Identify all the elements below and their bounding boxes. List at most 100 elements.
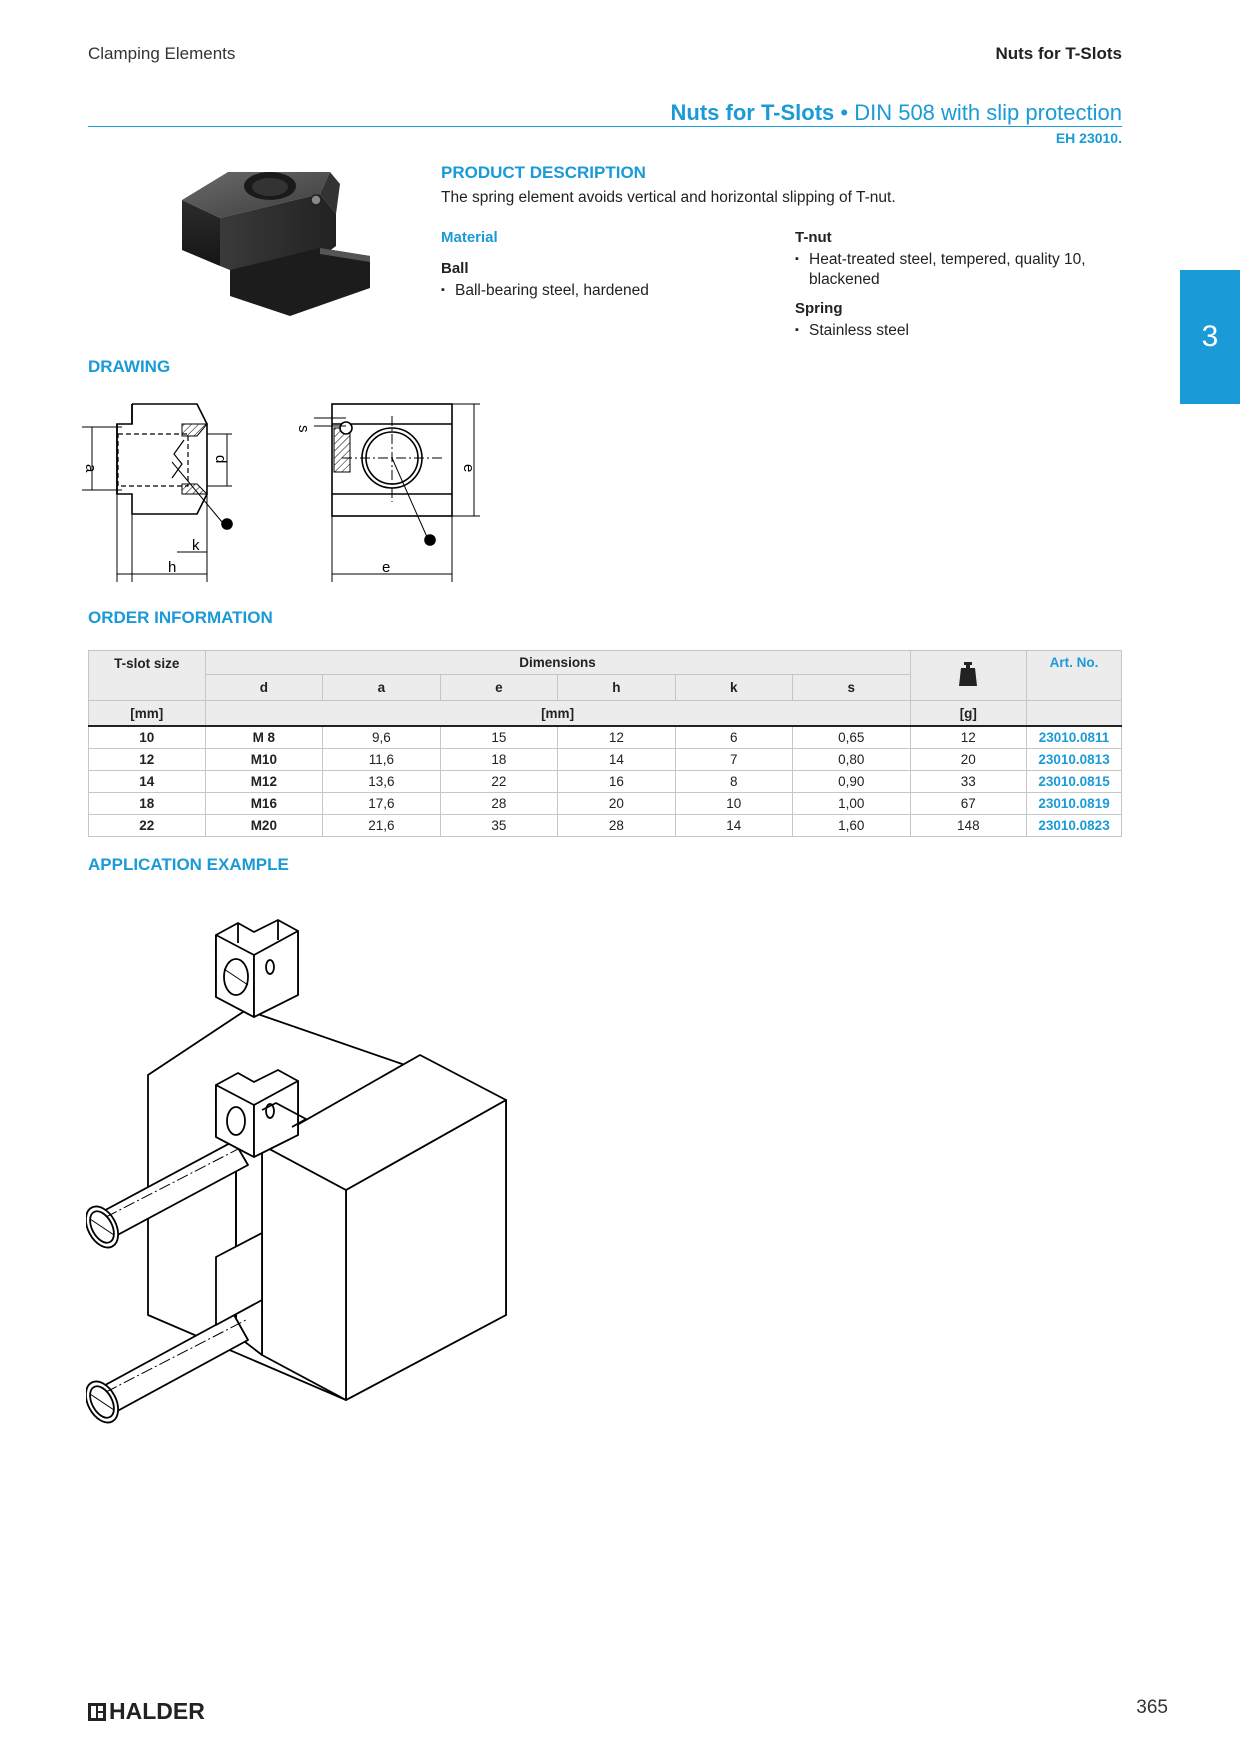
table-row: 14 M12 13,6 22 16 8 0,90 33 23010.0815 [88,770,1122,793]
cell-s: 1,60 [792,814,911,837]
col-s: s [792,674,911,702]
cell-h: 20 [557,792,676,815]
table-row: 10 M 8 9,6 15 12 6 0,65 12 23010.0811 [88,725,1122,749]
cell-e: 22 [439,770,559,793]
application-example-heading: APPLICATION EXAMPLE [88,855,289,874]
drawing-heading: DRAWING [88,357,171,376]
product-description-text: The spring element avoids vertical and h… [441,189,896,206]
label-k: k [192,537,200,554]
front-view [314,403,480,582]
cell-e: 28 [439,792,559,815]
cell-artno-link[interactable]: 23010.0819 [1026,792,1122,815]
table-row: 18 M16 17,6 28 20 10 1,00 67 23010.0819 [88,792,1122,815]
cell-tslot: 14 [88,770,206,793]
order-table: T-slot size Dimensions Art. No. d a e h … [88,650,1122,837]
tnut-material: Heat-treated steel, tempered, quality 10… [795,249,1139,290]
cell-s: 0,90 [792,770,911,793]
cell-h: 12 [557,725,676,749]
brand-logo: HALDER [88,1698,205,1725]
title-bold: Nuts for T-Slots [670,100,835,125]
cell-h: 14 [557,748,676,771]
cell-artno-link[interactable]: 23010.0811 [1026,725,1122,749]
product-code: EH 23010. [1055,130,1122,146]
table-row: 22 M20 21,6 35 28 14 1,60 148 23010.0823 [88,814,1122,837]
ball-material: Ball-bearing steel, hardened [441,280,755,301]
table-row: 12 M10 11,6 18 14 7 0,80 20 23010.0813 [88,748,1122,771]
page-number: 365 [1136,1697,1168,1718]
label-h: h [168,559,176,576]
header-category: Clamping Elements [88,44,236,63]
order-rows: 10 M 8 9,6 15 12 6 0,65 12 23010.0811 12… [88,725,1122,837]
cell-e: 35 [439,814,559,837]
cell-k: 8 [674,770,794,793]
cell-artno-link[interactable]: 23010.0813 [1026,748,1122,771]
label-s: s [295,425,312,433]
cell-k: 10 [674,792,794,815]
chapter-tab[interactable]: 3 [1180,270,1240,404]
col-a: a [322,674,441,702]
halder-logo-icon [88,1702,106,1721]
unit-tslot: [mm] [88,700,206,727]
spring-label: Spring [795,300,843,317]
cell-tslot: 18 [88,792,206,815]
weight-icon [959,662,978,686]
cell-artno-link[interactable]: 23010.0823 [1026,814,1122,837]
cell-e: 18 [439,748,559,771]
cell-k: 14 [674,814,794,837]
cell-a: 11,6 [322,748,441,771]
unit-weight: [g] [909,700,1028,727]
cell-d: M16 [204,792,324,815]
label-a: a [82,464,99,473]
side-view [82,403,233,582]
cell-d: M10 [204,748,324,771]
cell-d: M 8 [204,725,324,749]
cell-k: 7 [674,748,794,771]
cell-artno-link[interactable]: 23010.0815 [1026,770,1122,793]
cell-tslot: 22 [88,814,206,837]
cell-a: 13,6 [322,770,441,793]
cell-weight: 12 [909,725,1028,749]
cell-h: 28 [557,814,676,837]
unit-dimensions: [mm] [204,700,911,727]
label-e-vertical: e [460,464,477,472]
cell-h: 16 [557,770,676,793]
cell-tslot: 12 [88,748,206,771]
cell-s: 1,00 [792,792,911,815]
col-artno: Art. No. [1026,650,1122,701]
cell-e: 15 [439,725,559,749]
cell-a: 21,6 [322,814,441,837]
page-title: Nuts for T-Slots • DIN 508 with slip pro… [671,100,1123,126]
cell-tslot: 10 [88,725,206,749]
col-d: d [204,674,324,702]
cell-weight: 20 [909,748,1028,771]
product-description-heading: PRODUCT DESCRIPTION [441,163,646,182]
col-h: h [557,674,676,702]
col-weight [909,650,1028,701]
product-photo [182,172,370,316]
label-e: e [382,559,390,576]
title-rest: • DIN 508 with slip protection [834,100,1122,125]
technical-drawing: a d k h s e e [82,403,480,582]
cell-a: 9,6 [322,725,441,749]
order-information-heading: ORDER INFORMATION [88,608,273,627]
cell-weight: 148 [909,814,1028,837]
cell-k: 6 [674,725,794,749]
cell-s: 0,65 [792,725,911,749]
material-label: Material [441,229,498,246]
header-section: Nuts for T-Slots [995,44,1122,63]
tnut-label: T-nut [795,229,832,246]
application-illustration [86,919,507,1424]
spring-material: Stainless steel [795,320,1109,341]
unit-artno [1026,700,1122,727]
cell-a: 17,6 [322,792,441,815]
col-dimensions: Dimensions [204,650,911,675]
col-k: k [674,674,794,702]
brand-name: HALDER [109,1698,205,1724]
cell-s: 0,80 [792,748,911,771]
col-tslot: T-slot size [88,650,206,701]
cell-d: M12 [204,770,324,793]
col-e: e [439,674,559,702]
ball-label: Ball [441,260,469,277]
title-divider [88,126,1122,127]
label-d: d [212,455,229,463]
